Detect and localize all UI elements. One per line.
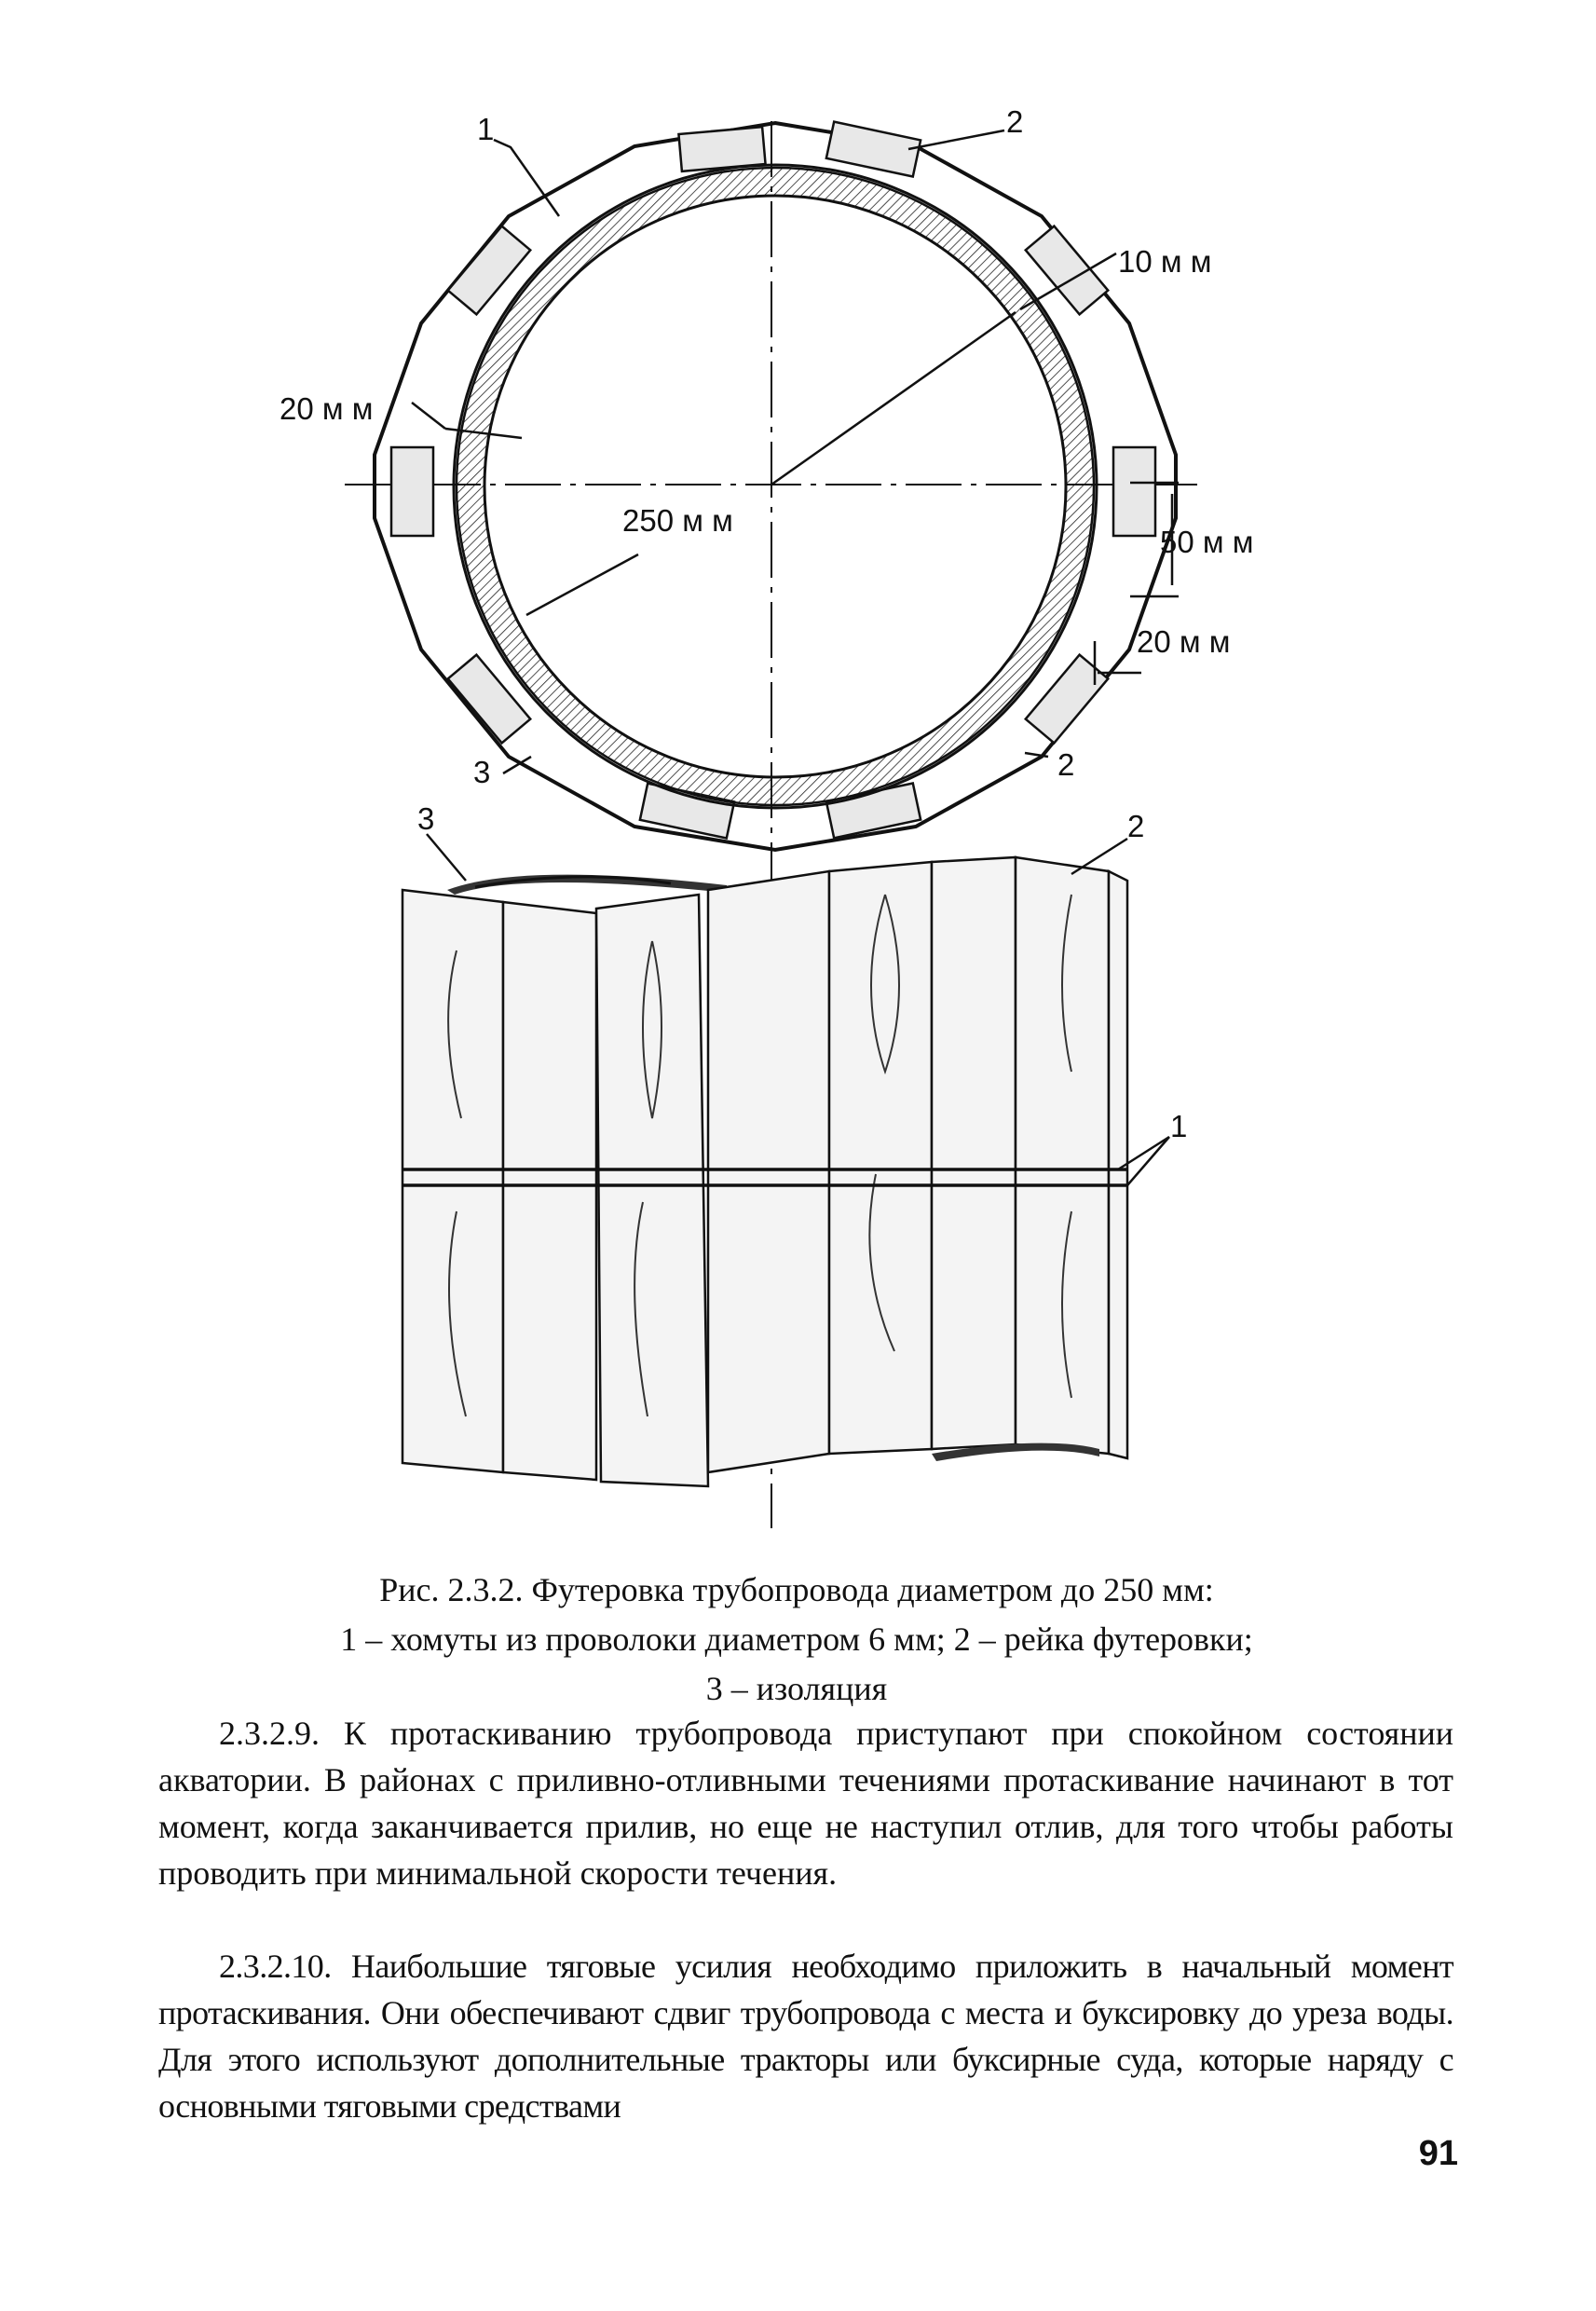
caption-line-1: Рис. 2.3.2. Футеровка трубопровода диаме… bbox=[379, 1571, 1214, 1608]
cross-section-view: 1 2 10 м м 20 м м 250 м м 50 м м 20 м м … bbox=[280, 104, 1253, 1528]
label-insulation-side: 3 bbox=[417, 801, 434, 836]
dim-lath-thickness: 20 м м bbox=[1137, 624, 1230, 659]
page-number: 91 bbox=[1418, 2134, 1458, 2173]
label-insulation-top: 3 bbox=[473, 755, 490, 789]
caption-line-2: 1 – хомуты из проволоки диаметром 6 мм; … bbox=[340, 1620, 1253, 1658]
label-lath-top: 2 bbox=[1006, 104, 1023, 139]
dim-diameter: 250 м м bbox=[622, 503, 733, 538]
clamp-outline bbox=[373, 120, 1178, 853]
pipe-wall bbox=[457, 168, 1094, 805]
pipe-lining-figure: 1 2 10 м м 20 м м 250 м м 50 м м 20 м м … bbox=[280, 104, 1253, 1528]
side-view: 3 2 1 bbox=[401, 801, 1187, 1488]
label-lath-bottom: 2 bbox=[1057, 747, 1074, 782]
wire-clamps bbox=[402, 1168, 1127, 1187]
dim-left-20mm: 20 м м bbox=[280, 391, 373, 426]
paragraph-2-3-2-9: 2.3.2.9. К протаскиванию трубопровода пр… bbox=[158, 1715, 1453, 1892]
dim-wall-thickness: 10 м м bbox=[1118, 244, 1211, 279]
label-clamps-side: 1 bbox=[1170, 1109, 1187, 1143]
lath-blocks bbox=[389, 120, 1157, 841]
label-lath-side: 2 bbox=[1127, 809, 1144, 843]
paragraph-2-3-2-10: 2.3.2.10. Наибольшие тяговые усилия необ… bbox=[158, 1948, 1454, 2125]
figure-caption: Рис. 2.3.2. Футеровка трубопровода диаме… bbox=[186, 1566, 1407, 1714]
insulation-ring bbox=[452, 163, 1098, 810]
dim-lath-width: 50 м м bbox=[1160, 525, 1253, 559]
label-clamp-top: 1 bbox=[477, 112, 494, 146]
caption-line-3: 3 – изоляция bbox=[705, 1670, 888, 1707]
